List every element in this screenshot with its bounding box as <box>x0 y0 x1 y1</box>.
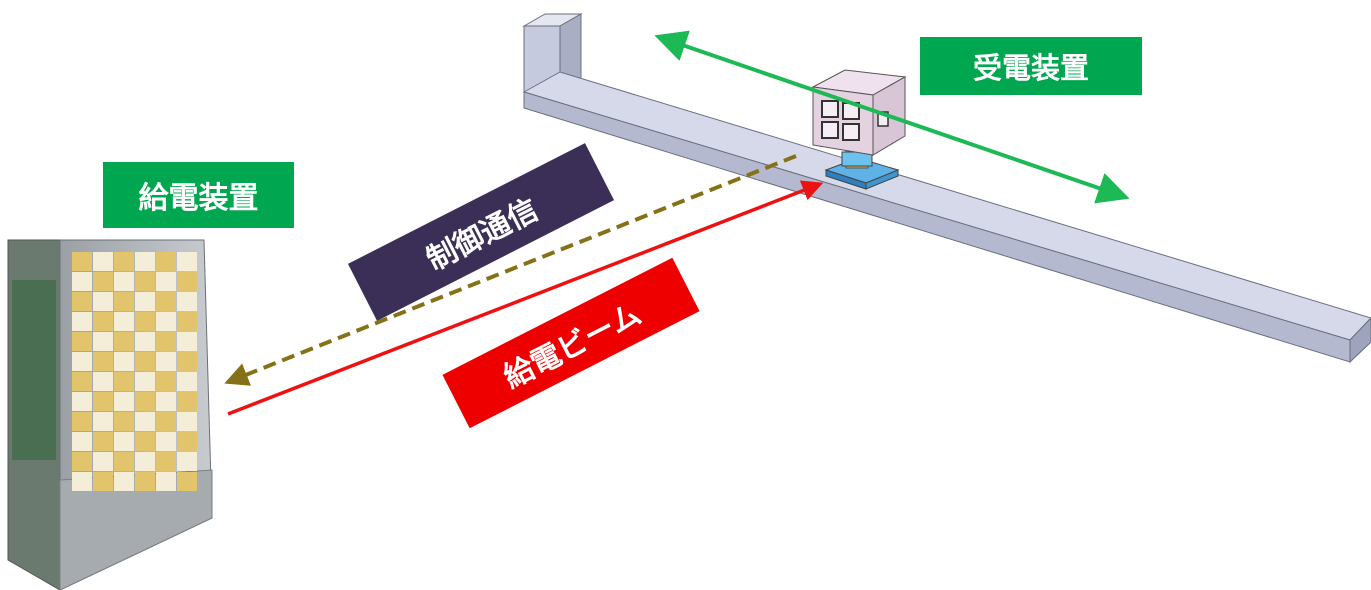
antenna-element <box>114 292 134 311</box>
antenna-element <box>156 452 176 471</box>
antenna-element <box>93 412 113 431</box>
antenna-element <box>177 412 197 431</box>
antenna-element <box>114 472 134 491</box>
antenna-element <box>114 332 134 351</box>
antenna-element <box>114 312 134 331</box>
antenna-element <box>135 332 155 351</box>
antenna-element <box>156 352 176 371</box>
antenna-element <box>177 452 197 471</box>
antenna-element <box>72 252 92 271</box>
antenna-element <box>177 332 197 351</box>
antenna-element <box>72 432 92 451</box>
antenna-element <box>177 432 197 451</box>
antenna-element <box>93 292 113 311</box>
antenna-element <box>93 312 113 331</box>
antenna-element <box>156 332 176 351</box>
antenna-element <box>72 272 92 291</box>
antenna-element <box>177 252 197 271</box>
antenna-element <box>156 292 176 311</box>
antenna-element <box>72 412 92 431</box>
antenna-element <box>156 392 176 411</box>
antenna-element <box>177 272 197 291</box>
antenna-element <box>72 332 92 351</box>
antenna-element <box>114 252 134 271</box>
antenna-element <box>72 352 92 371</box>
antenna-element <box>177 292 197 311</box>
antenna-element <box>156 312 176 331</box>
antenna-element <box>93 352 113 371</box>
antenna-element <box>177 312 197 331</box>
antenna-element <box>135 272 155 291</box>
antenna-element <box>135 312 155 331</box>
antenna-element <box>114 452 134 471</box>
antenna-element <box>114 392 134 411</box>
antenna-element <box>93 432 113 451</box>
antenna-element <box>156 372 176 391</box>
antenna-element <box>177 372 197 391</box>
antenna-element <box>135 412 155 431</box>
antenna-element <box>72 452 92 471</box>
antenna-element <box>72 312 92 331</box>
receiver-device <box>811 69 907 190</box>
antenna-element <box>93 452 113 471</box>
antenna-element <box>93 472 113 491</box>
antenna-element <box>93 392 113 411</box>
antenna-element <box>177 352 197 371</box>
antenna-element <box>114 352 134 371</box>
transmitter-device <box>7 239 213 590</box>
antenna-element <box>135 472 155 491</box>
antenna-element <box>135 392 155 411</box>
antenna-element <box>156 252 176 271</box>
antenna-element <box>72 472 92 491</box>
movement-arrow <box>654 30 1130 204</box>
control-comm-arrow <box>224 154 797 386</box>
antenna-element <box>93 372 113 391</box>
antenna-element <box>93 332 113 351</box>
antenna-element <box>72 392 92 411</box>
antenna-element <box>93 252 113 271</box>
antenna-element <box>177 392 197 411</box>
antenna-element <box>114 432 134 451</box>
antenna-element <box>135 452 155 471</box>
receiver-label: 受電装置 <box>920 37 1142 95</box>
antenna-array <box>72 252 197 491</box>
antenna-element <box>156 272 176 291</box>
antenna-element <box>135 352 155 371</box>
antenna-element <box>135 292 155 311</box>
power-beam-arrow <box>227 180 824 416</box>
antenna-element <box>114 272 134 291</box>
antenna-element <box>135 432 155 451</box>
antenna-element <box>93 272 113 291</box>
antenna-element <box>156 472 176 491</box>
antenna-element <box>135 252 155 271</box>
antenna-element <box>135 372 155 391</box>
antenna-element <box>72 292 92 311</box>
antenna-element <box>156 432 176 451</box>
antenna-element <box>156 412 176 431</box>
antenna-element <box>72 372 92 391</box>
antenna-element <box>114 412 134 431</box>
antenna-element <box>177 472 197 491</box>
antenna-element <box>114 372 134 391</box>
transmitter-label: 給電装置 <box>103 162 294 228</box>
